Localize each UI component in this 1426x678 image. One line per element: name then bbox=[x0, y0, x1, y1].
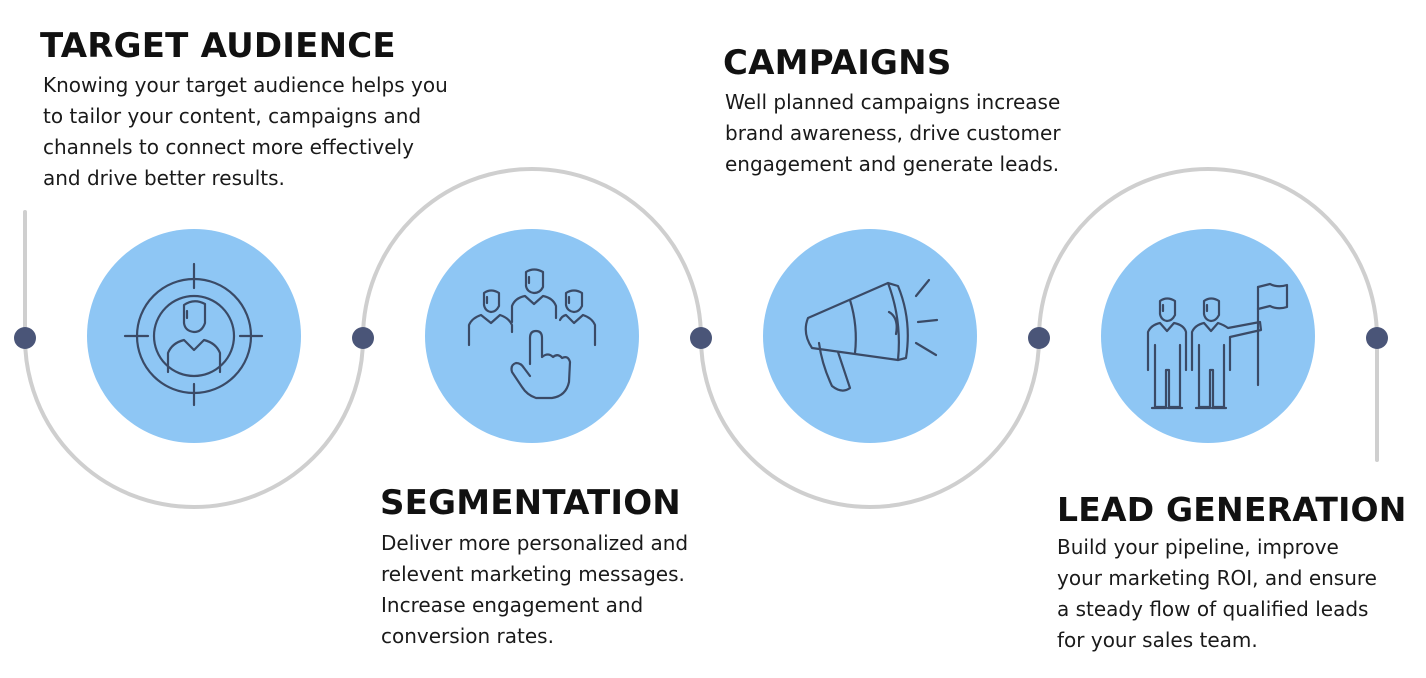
step-circle-target-audience bbox=[87, 229, 301, 443]
description-line: and drive better results. bbox=[43, 166, 285, 190]
description-line: brand awareness, drive customer bbox=[725, 121, 1061, 145]
step-title-segmentation: SEGMENTATION bbox=[380, 483, 681, 523]
step-description-target-audience: Knowing your target audience helps you t… bbox=[43, 70, 448, 194]
description-line: relevent marketing messages. bbox=[381, 562, 685, 586]
description-line: Deliver more personalized and bbox=[381, 531, 689, 555]
description-line: Increase engagement and bbox=[381, 593, 644, 617]
description-line: to tailor your content, campaigns and bbox=[43, 104, 422, 128]
description-line: a steady flow of qualified leads bbox=[1057, 597, 1369, 621]
group-pointer-icon bbox=[467, 268, 597, 400]
track-dots bbox=[14, 327, 1388, 349]
description-line: for your sales team. bbox=[1057, 628, 1258, 652]
step-circles bbox=[87, 229, 1315, 443]
step-circle-campaigns bbox=[763, 229, 977, 443]
people-flag-icon bbox=[1146, 282, 1289, 410]
step-title-lead-generation: LEAD GENERATION bbox=[1057, 490, 1407, 529]
track-arc-1 bbox=[23, 336, 365, 509]
step-title-target-audience: TARGET AUDIENCE bbox=[40, 26, 396, 66]
description-line: your marketing ROI, and ensure bbox=[1057, 566, 1377, 590]
step-circle-lead-generation bbox=[1101, 229, 1315, 443]
step-circle-segmentation bbox=[425, 229, 639, 443]
track-arc-2 bbox=[361, 167, 703, 340]
step-description-lead-generation: Build your pipeline, improve your market… bbox=[1057, 532, 1377, 656]
track-dot bbox=[14, 327, 36, 349]
megaphone-icon bbox=[804, 278, 939, 392]
description-line: Knowing your target audience helps you bbox=[43, 73, 448, 97]
description-line: channels to connect more effectively bbox=[43, 135, 414, 159]
description-line: conversion rates. bbox=[381, 624, 554, 648]
step-description-campaigns: Well planned campaigns increase brand aw… bbox=[725, 87, 1061, 180]
step-title-campaigns: CAMPAIGNS bbox=[723, 43, 952, 83]
track-dot bbox=[352, 327, 374, 349]
description-line: Well planned campaigns increase bbox=[725, 90, 1061, 114]
track-arc-3 bbox=[699, 336, 1041, 509]
track-arc-4 bbox=[1037, 167, 1379, 340]
step-description-segmentation: Deliver more personalized and relevent m… bbox=[381, 528, 688, 652]
description-line: Build your pipeline, improve bbox=[1057, 535, 1339, 559]
track-dot bbox=[1028, 327, 1050, 349]
track-dot bbox=[1366, 327, 1388, 349]
target-person-icon bbox=[123, 262, 264, 407]
track-dot bbox=[690, 327, 712, 349]
description-line: engagement and generate leads. bbox=[725, 152, 1060, 176]
